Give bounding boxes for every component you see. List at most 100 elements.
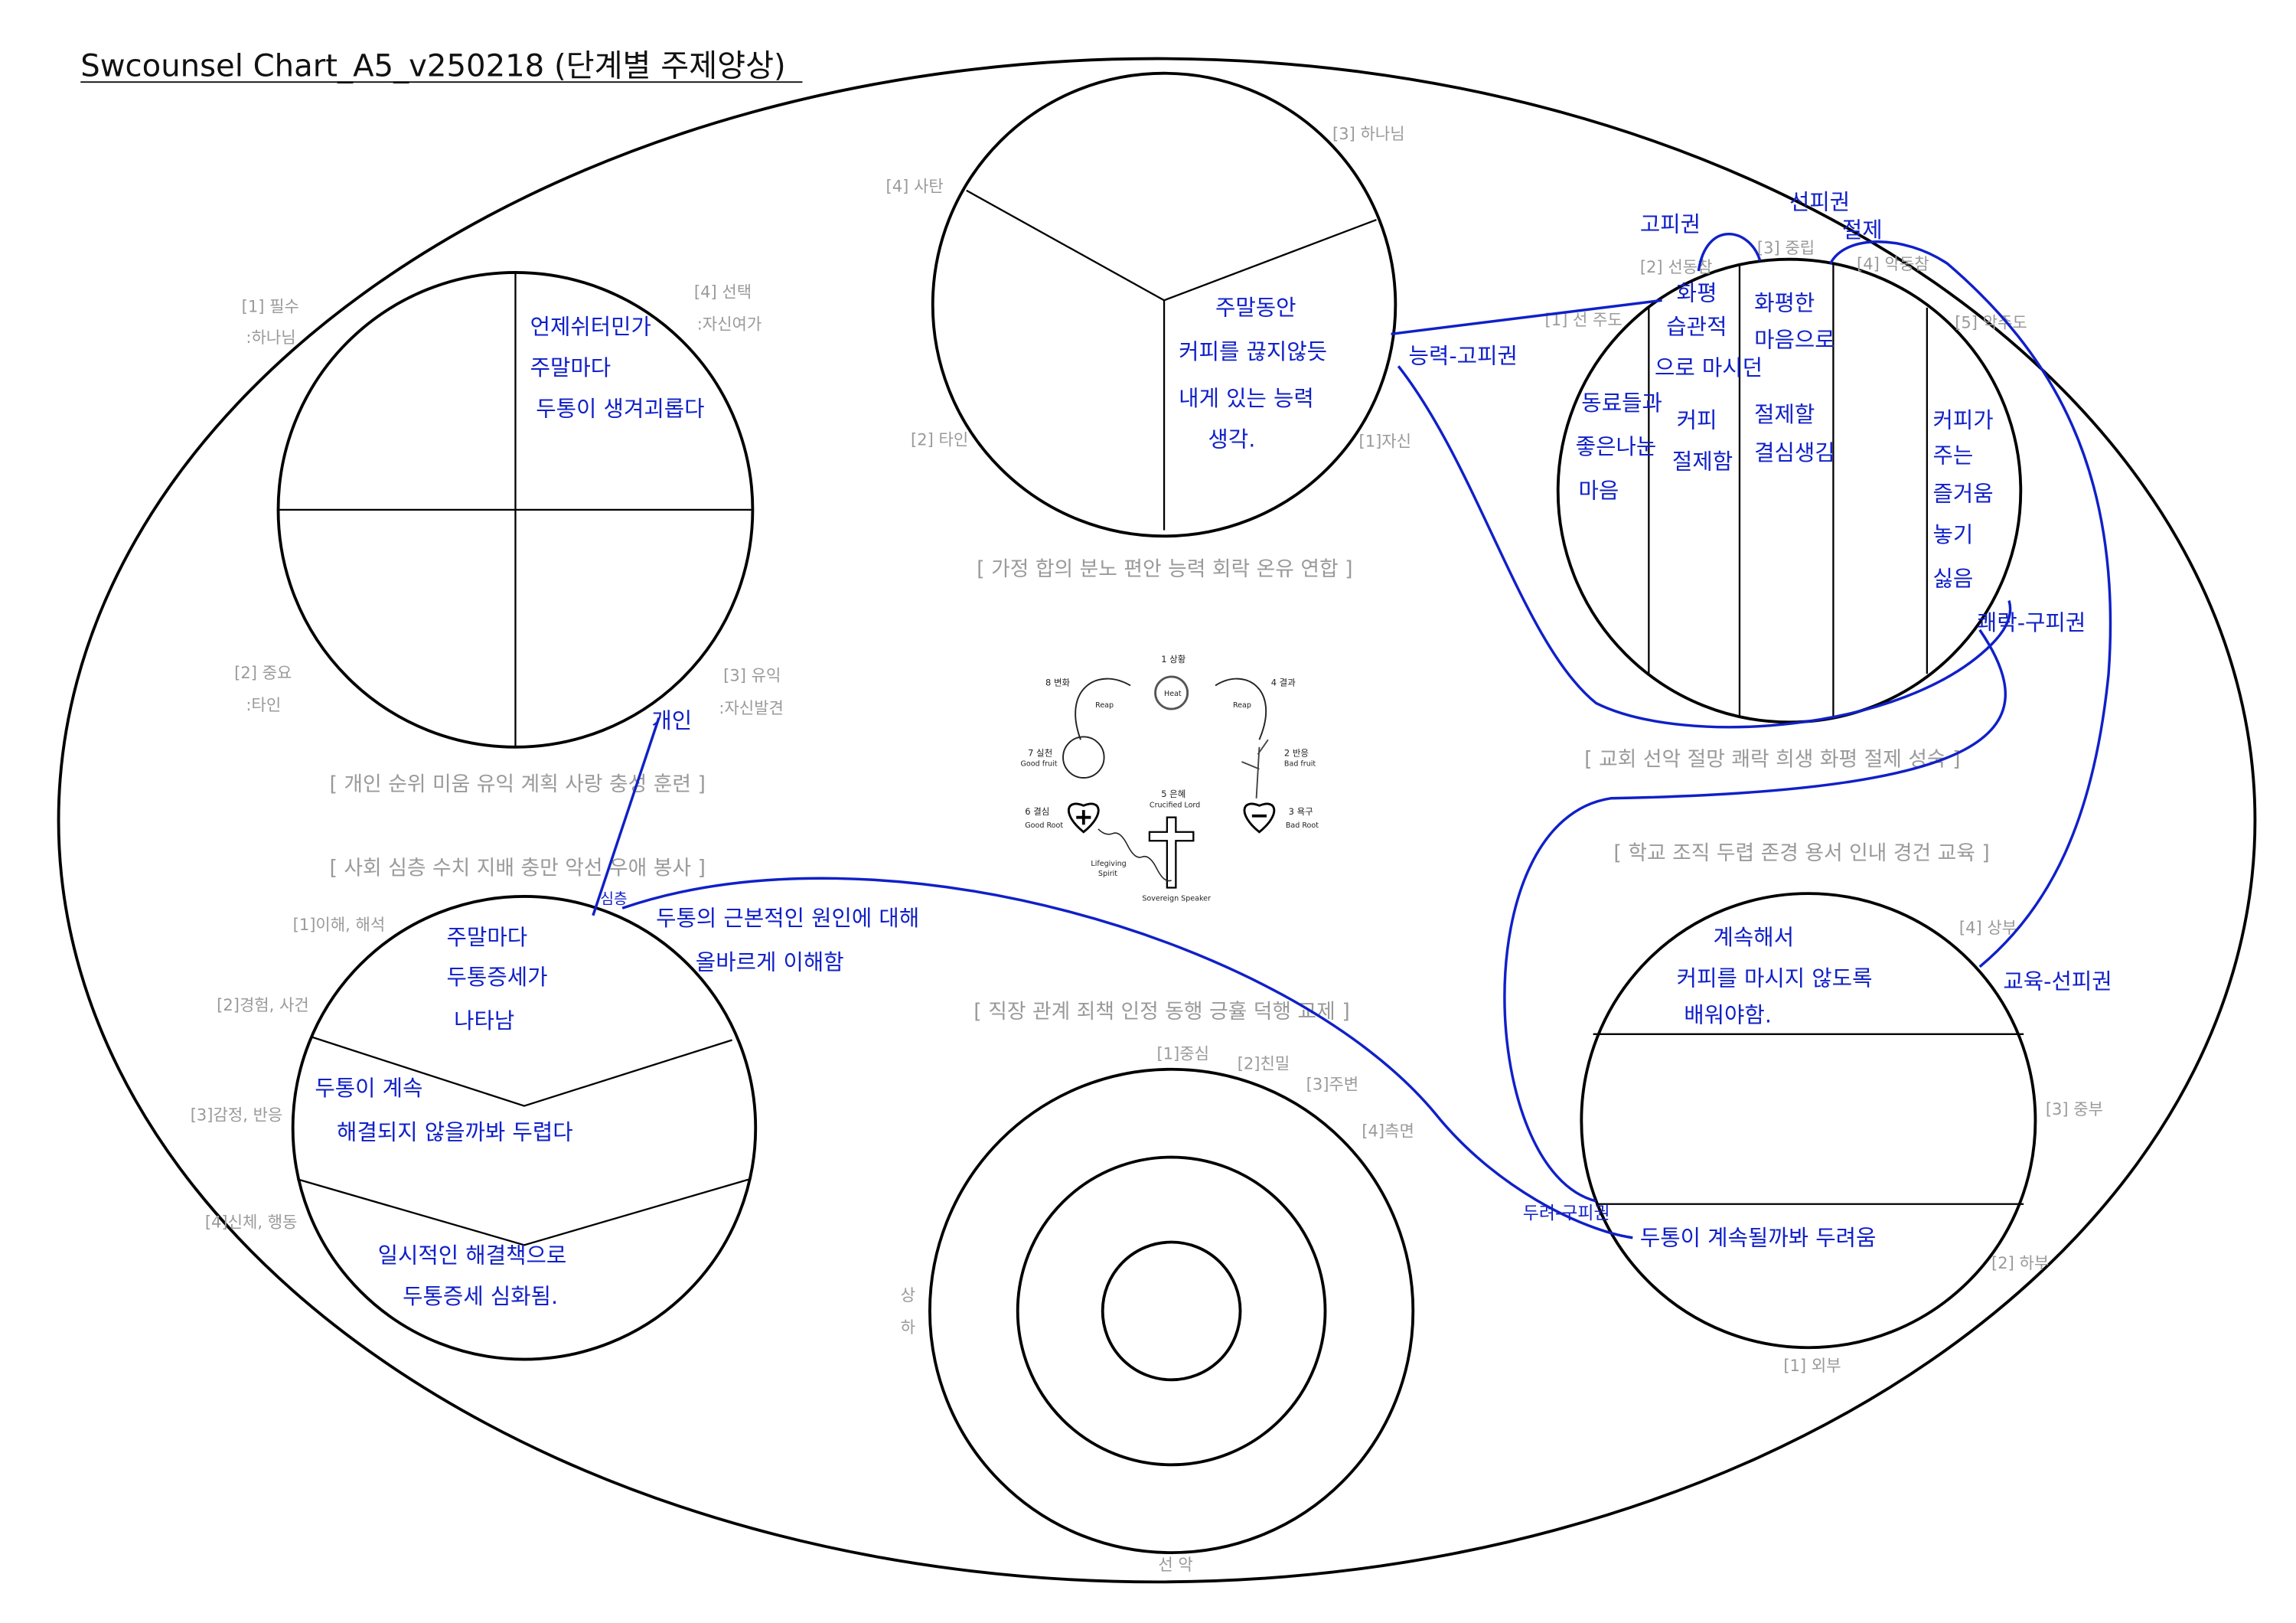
self-caption: [ 개인 순위 미움 유익 계획 사랑 충성 훈련 ] bbox=[329, 772, 705, 796]
society-label: [2]경험, 사건 bbox=[217, 995, 309, 1014]
society-caption: [ 사회 심층 수치 지배 충만 악선 우애 봉사 ] bbox=[329, 856, 705, 880]
church-label: [3] 중립 bbox=[1757, 238, 1815, 257]
cycle-step: Good fruit bbox=[1021, 760, 1058, 769]
pen-annotations bbox=[592, 232, 2112, 1239]
church-note: 즐거움 bbox=[1933, 480, 1994, 506]
society-note: 두통증세가 bbox=[447, 964, 548, 990]
cycle-step: Bad Root bbox=[1286, 821, 1319, 830]
cycle-step: 7 실천 bbox=[1028, 747, 1052, 758]
tree-icon bbox=[1062, 736, 1105, 779]
cycle-step: 1 상황 bbox=[1161, 654, 1186, 665]
self-note: 언제쉬터민가 bbox=[530, 313, 651, 339]
church-note: 습관적 bbox=[1666, 313, 1727, 339]
church-pen-label: 고피권 bbox=[1640, 211, 1701, 237]
church-caption: [ 교회 선악 절망 쾌락 희생 화평 절제 성숙 ] bbox=[1584, 748, 1960, 772]
self-label: :자신여가 bbox=[697, 315, 762, 334]
cycle-step: Reap bbox=[1233, 701, 1251, 710]
reap-arrow-left bbox=[1075, 678, 1131, 740]
school-label: [1] 외부 bbox=[1783, 1356, 1841, 1375]
society-note: 나타남 bbox=[454, 1007, 514, 1034]
family-label: [3] 하나님 bbox=[1332, 124, 1405, 143]
work-caption: [ 직장 관계 죄책 인정 동행 긍휼 덕행 교제 ] bbox=[974, 1000, 1349, 1024]
cycle-step: Spirit bbox=[1098, 870, 1117, 878]
self-note: 두통이 생겨괴롭다 bbox=[536, 395, 704, 421]
school-pen-label: 두려-구피권 bbox=[1523, 1203, 1610, 1223]
heart-minus-icon bbox=[1243, 802, 1276, 834]
church-note: 동료들과 bbox=[1581, 390, 1662, 416]
circle-family: [4] 사탄 [3] 하나님 [2] 타인 [1]자신 [ 가정 합의 분노 편안 … bbox=[886, 71, 1518, 581]
family-note: 주말동안 bbox=[1215, 294, 1296, 320]
family-note: 내게 있는 능력 bbox=[1179, 385, 1314, 411]
family-caption: [ 가정 합의 분노 편안 능력 회락 온유 연합 ] bbox=[977, 557, 1352, 581]
cycle-step: 3 욕구 bbox=[1289, 806, 1313, 817]
church-note: 주는 bbox=[1933, 442, 1974, 469]
cross-icon bbox=[1148, 816, 1195, 889]
family-label: [4] 사탄 bbox=[886, 177, 944, 196]
society-note: 주말마다 bbox=[447, 924, 528, 950]
family-note: 생각. bbox=[1208, 426, 1255, 452]
cycle-step: 8 변화 bbox=[1045, 677, 1070, 687]
cycle-step: 5 은혜 bbox=[1161, 789, 1186, 799]
circle-church: [1] 선 주도[2] 선동참 [3] 중립[4] 악동참 [5] 악주도 [ … bbox=[1544, 189, 2086, 772]
society-note: 일시적인 해결책으로 bbox=[378, 1242, 567, 1268]
self-note: 주말마다 bbox=[530, 354, 612, 380]
circle-school: [ 학교 조직 두렵 존경 용서 인내 경건 교육 ] [4] 상부[3] 중부… bbox=[1523, 841, 2112, 1375]
school-note: 계속해서 bbox=[1714, 924, 1795, 950]
school-note: 배워야함. bbox=[1684, 1002, 1772, 1028]
cycle-step: Crucified Lord bbox=[1150, 801, 1200, 809]
self-label: [4] 선택 bbox=[694, 282, 752, 301]
church-pen-label: 절제 bbox=[1842, 217, 1883, 243]
school-note: 커피를 마시지 않도록 bbox=[1677, 965, 1873, 991]
work-label: [2]친밀 bbox=[1238, 1054, 1290, 1073]
family-note: 커피를 끊지않듯 bbox=[1179, 338, 1327, 364]
church-note: 화평한 bbox=[1754, 290, 1815, 316]
circle-society: [ 사회 심층 수치 지배 충만 악선 우애 봉사 ] [1]이해, 해석 [2]… bbox=[191, 856, 919, 1361]
spirit-waves bbox=[1097, 828, 1172, 882]
school-label: [2] 하부 bbox=[1991, 1253, 2049, 1272]
dead-tree-icon bbox=[1241, 739, 1269, 798]
plus-icon bbox=[1076, 810, 1091, 825]
family-pen-label: 능력-고피권 bbox=[1409, 343, 1518, 369]
outer-ellipse bbox=[57, 57, 2257, 1584]
work-label: 하 bbox=[901, 1318, 915, 1337]
church-note: 커피 bbox=[1677, 407, 1717, 433]
circle-work: [ 직장 관계 죄책 인정 동행 긍휼 덕행 교제 ] [1]중심 [2]친밀 [… bbox=[901, 1000, 1415, 1574]
cycle-step: 4 결과 bbox=[1271, 677, 1296, 687]
church-pen-label: 쾌락-구피권 bbox=[1977, 609, 2086, 635]
school-caption: [ 학교 조직 두렵 존경 용서 인내 경건 교육 ] bbox=[1613, 841, 1989, 865]
church-note: 좋은나눈 bbox=[1576, 433, 1657, 459]
work-label: 선 악 bbox=[1158, 1555, 1192, 1574]
society-note: 두통이 계속 bbox=[315, 1075, 422, 1101]
family-label: [1]자신 bbox=[1359, 432, 1412, 451]
church-note: 으로 마시던 bbox=[1655, 354, 1763, 380]
school-label: [4] 상부 bbox=[1959, 918, 2017, 937]
reap-arrow-right bbox=[1215, 678, 1267, 740]
church-label: [5] 악주도 bbox=[1955, 313, 2027, 332]
work-label: [3]주변 bbox=[1306, 1075, 1359, 1094]
cycle-step: Reap bbox=[1095, 701, 1114, 710]
self-label: :하나님 bbox=[246, 328, 295, 347]
church-note: 결심생김 bbox=[1754, 439, 1835, 465]
self-label: [2] 중요 bbox=[234, 663, 292, 682]
cycle-step: Lifegiving bbox=[1091, 860, 1126, 868]
self-label: :자신발견 bbox=[719, 698, 783, 717]
heart-plus-icon bbox=[1068, 802, 1100, 834]
society-pen-label: 올바르게 이해함 bbox=[696, 949, 844, 975]
cycle-step: Bad fruit bbox=[1284, 760, 1316, 769]
church-note: 싫음 bbox=[1933, 565, 1974, 591]
work-label: [1]중심 bbox=[1156, 1043, 1209, 1063]
society-pen-label: 심층 bbox=[600, 890, 627, 908]
church-note: 마음으로 bbox=[1754, 326, 1835, 352]
chart-title: Swcounsel Chart_A5_v250218 (단계별 주제양상) bbox=[80, 49, 785, 84]
cycle-step: Sovereign Speaker bbox=[1142, 895, 1211, 903]
church-label: [4] 악동참 bbox=[1857, 254, 1929, 273]
church-note: 커피가 bbox=[1933, 407, 1994, 433]
family-label: [2] 타인 bbox=[911, 430, 968, 449]
society-note: 해결되지 않을까봐 두렵다 bbox=[337, 1119, 573, 1145]
work-label: [4]측면 bbox=[1362, 1122, 1414, 1141]
society-label: [4]신체, 행동 bbox=[205, 1212, 298, 1231]
cycle-step: Good Root bbox=[1025, 821, 1063, 830]
society-label: [1]이해, 해석 bbox=[293, 915, 386, 934]
